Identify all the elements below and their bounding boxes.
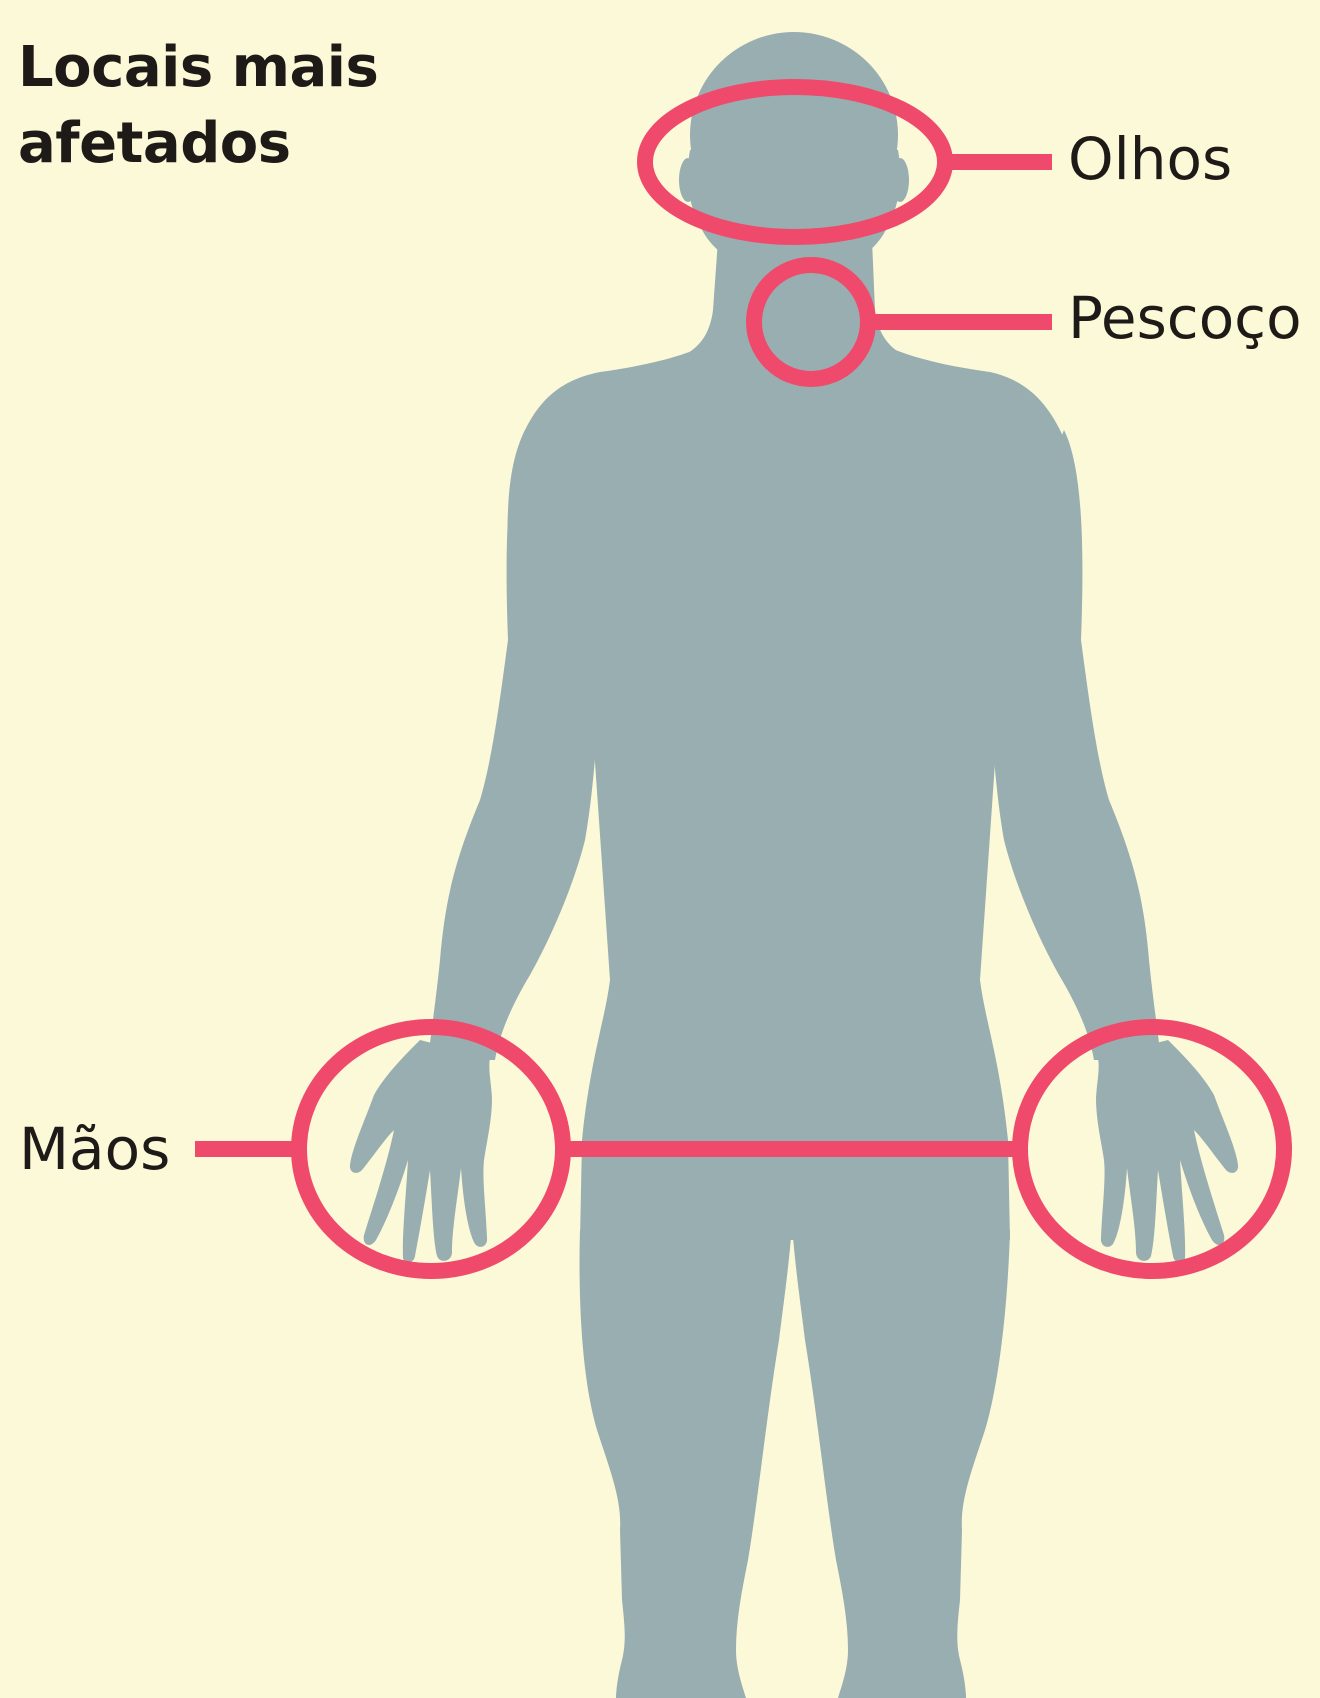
title-line-2: afetados (18, 106, 378, 182)
silhouette-legs (580, 1225, 1010, 1698)
silhouette-hand-left (350, 1040, 492, 1262)
label-hands: Mãos (19, 1120, 170, 1178)
silhouette-ear-right (891, 158, 909, 202)
silhouette-hand-right (1096, 1040, 1238, 1262)
label-neck: Pescoço (1068, 289, 1302, 347)
human-silhouette (350, 32, 1238, 1698)
page-title: Locais mais afetados (18, 30, 378, 182)
silhouette-ear-left (679, 158, 697, 202)
silhouette-torso (508, 340, 1077, 1240)
title-line-1: Locais mais (18, 30, 378, 106)
label-eyes: Olhos (1068, 130, 1232, 188)
